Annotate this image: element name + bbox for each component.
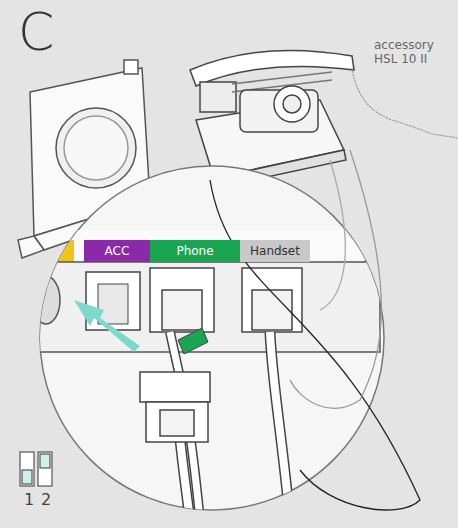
handset-cord	[352, 68, 458, 138]
port-closeup	[30, 230, 390, 520]
port-name: ACC	[105, 244, 130, 258]
port-label: ACC	[84, 240, 150, 262]
port-label: Phone	[150, 240, 240, 262]
handset-cable	[320, 160, 345, 310]
port-label: Handset	[240, 240, 310, 262]
dip-switch	[20, 452, 52, 486]
phone-cable	[210, 180, 420, 510]
switch-number: 1	[22, 490, 36, 509]
handset-cable	[290, 150, 381, 408]
step-letter: C	[18, 6, 54, 58]
insert-arrow	[74, 300, 140, 352]
port-name: Handset	[250, 244, 300, 258]
accessory-name: accessory HSL 10 II	[374, 38, 454, 66]
switch-number: 2	[39, 490, 53, 509]
port-name: Phone	[176, 244, 213, 258]
